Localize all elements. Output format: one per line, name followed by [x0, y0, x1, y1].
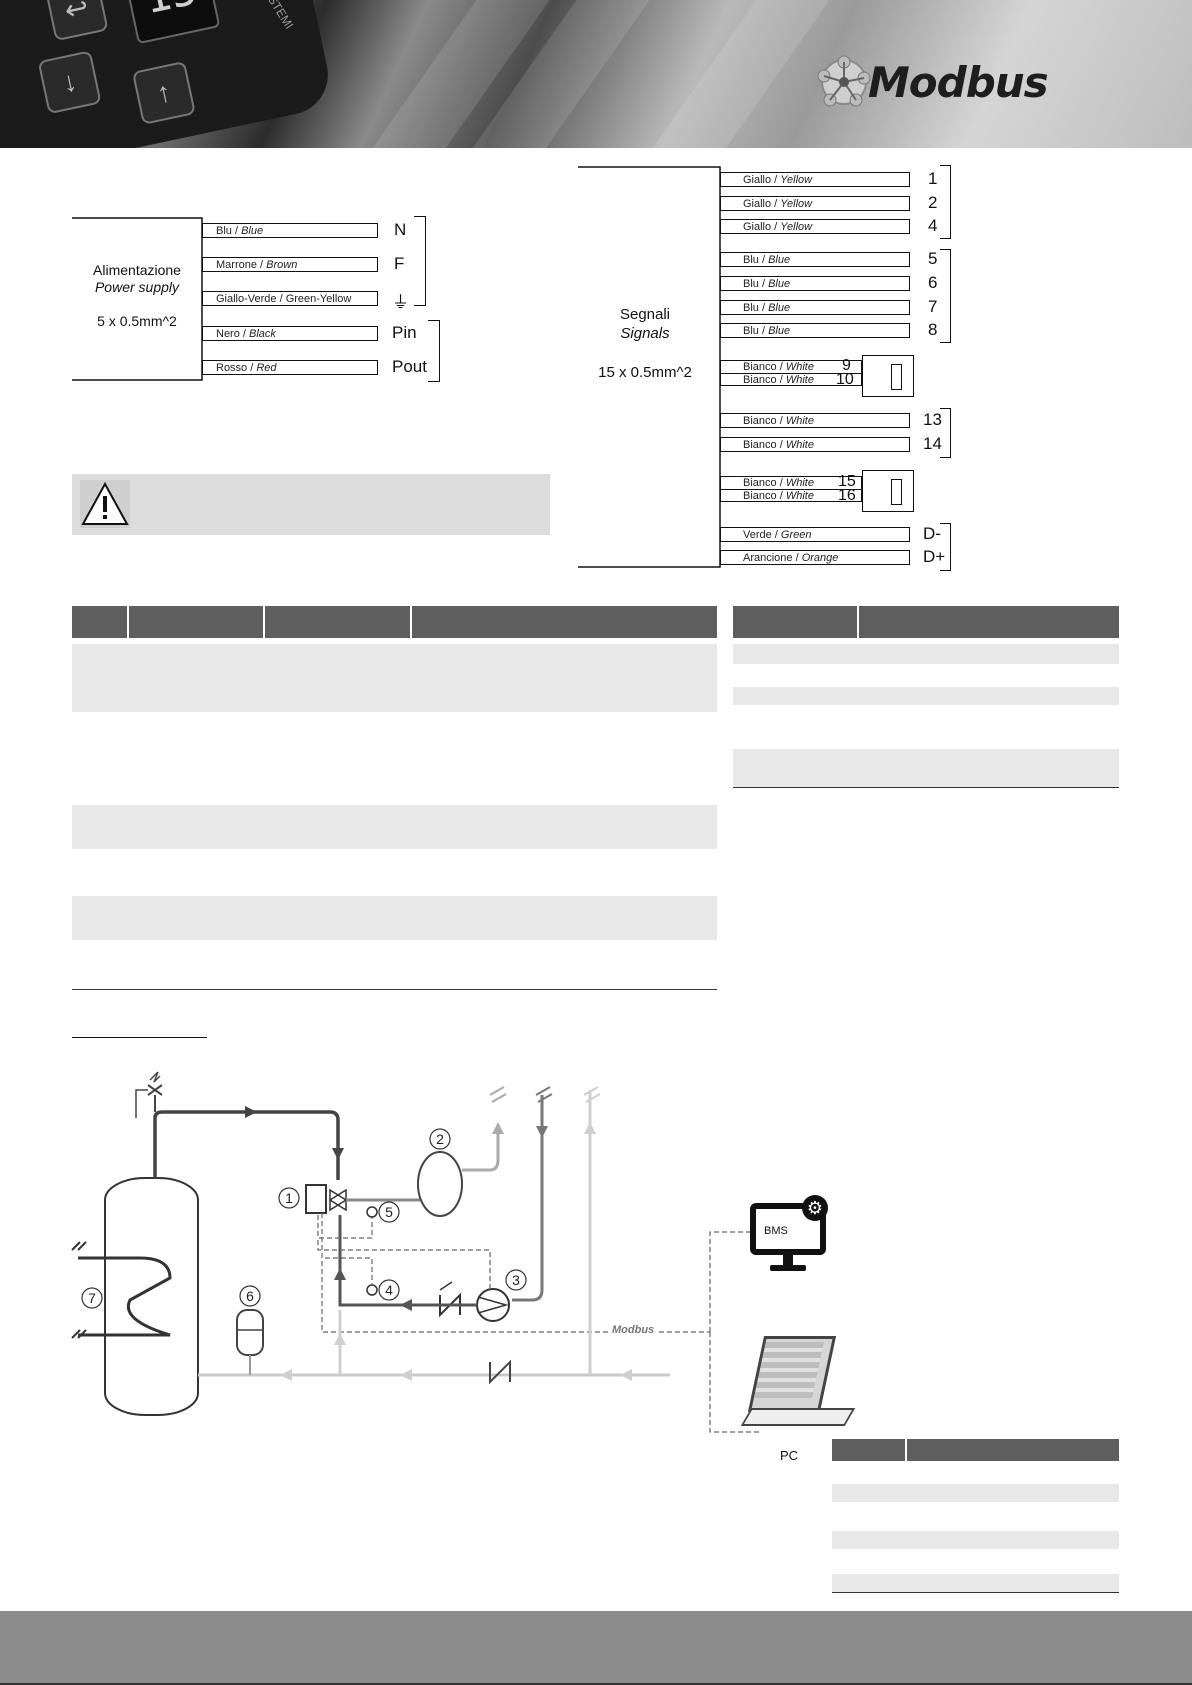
signal-term-7: 7: [928, 297, 938, 316]
signal-term-15: 15: [838, 473, 856, 490]
power-title: Alimentazione: [93, 262, 181, 278]
signal-term-14: 14: [923, 434, 942, 453]
table-bottom-rule: [832, 1592, 1119, 1593]
signal-bracket-yellow: [940, 165, 951, 239]
power-wire-red: Rosso / Red: [202, 360, 378, 375]
power-term-f: F: [394, 254, 405, 273]
bus-label: Modbus: [610, 1324, 657, 1336]
signal-term-5: 5: [928, 249, 938, 268]
signal-wire-14: Bianco / White: [720, 437, 910, 452]
pc-laptop-icon: [740, 1336, 856, 1436]
table-row: [72, 896, 717, 940]
side-table: [733, 606, 1119, 788]
signal-wire-9: Bianco / White: [720, 360, 862, 373]
power-wire-brown: Marrone / Brown: [202, 257, 378, 272]
main-table: [72, 606, 717, 991]
footer-line: [0, 1683, 1192, 1685]
signal-wire-d-plus: Arancione / Orange: [720, 550, 910, 565]
table-bottom-rule: [72, 989, 717, 990]
pc-label: PC: [780, 1448, 799, 1463]
table-row: [733, 687, 1119, 705]
signals-spec: 15 x 0.5mm^2: [598, 364, 692, 381]
table-row: [72, 805, 717, 849]
power-bracket-io: [428, 320, 440, 382]
gear-icon: ⚙: [802, 1195, 828, 1221]
modbus-logo-icon: [817, 55, 871, 107]
signal-wire-13: Bianco / White: [720, 413, 910, 428]
signal-bracket-blue: [940, 249, 951, 343]
warning-box: [72, 474, 550, 535]
callout-7: 7: [88, 1290, 96, 1306]
side-table-header: [733, 606, 1119, 638]
system-hydraulic-diagram: 1 2 3 4 5 6 7: [71, 1071, 760, 1433]
legend-table-header: [832, 1439, 1119, 1461]
table-row: [832, 1531, 1119, 1549]
signal-wire-16: Bianco / White: [720, 489, 862, 502]
contact-15-16: [862, 470, 914, 512]
signal-term-9: 9: [842, 357, 851, 374]
signal-wire-5: Blu / Blue: [720, 252, 910, 267]
power-term-pout: Pout: [392, 357, 427, 376]
signal-bracket-bus: [940, 523, 951, 571]
table-row: [832, 1484, 1119, 1502]
contact-9-10: [862, 355, 914, 397]
main-table-header: [72, 606, 717, 638]
table-row: [72, 644, 717, 712]
callout-1: 1: [285, 1190, 293, 1206]
signal-wire-4: Giallo / Yellow: [720, 219, 910, 234]
signal-term-2: 2: [928, 193, 938, 212]
signal-term-13: 13: [923, 410, 942, 429]
callout-5: 5: [385, 1204, 393, 1220]
callout-6: 6: [246, 1288, 254, 1304]
power-wire-green-yellow: Giallo-Verde / Green-Yellow: [202, 291, 378, 306]
ground-icon: ⏚: [392, 293, 409, 312]
signal-wire-8: Blu / Blue: [720, 323, 910, 338]
modbus-logo-text: Modbus: [868, 58, 1049, 107]
signal-term-16: 16: [838, 487, 856, 504]
signal-term-1: 1: [928, 169, 938, 188]
power-term-pin: Pin: [392, 323, 417, 342]
signal-term-10: 10: [836, 371, 854, 388]
table-row: [733, 749, 1119, 787]
callout-2: 2: [436, 1131, 444, 1147]
header-banner: 15 ↓ ↑ ↩ SISTEMI Modbus: [0, 0, 1192, 148]
section-heading-underline: [72, 1037, 207, 1038]
signal-wire-15: Bianco / White: [720, 476, 862, 489]
legend-table: [832, 1439, 1119, 1593]
signal-wire-1: Giallo / Yellow: [720, 172, 910, 187]
signal-wire-10: Bianco / White: [720, 373, 862, 386]
signals-subtitle: Signals: [620, 325, 670, 342]
signal-wire-d-minus: Verde / Green: [720, 527, 910, 542]
signal-wire-2: Giallo / Yellow: [720, 196, 910, 211]
power-spec: 5 x 0.5mm^2: [97, 313, 177, 329]
signal-term-d-plus: D+: [923, 547, 946, 566]
signal-bracket-white: [940, 408, 951, 458]
table-row: [733, 644, 1119, 664]
power-wire-blue: Blu / Blue: [202, 223, 378, 238]
signal-wire-7: Blu / Blue: [720, 300, 910, 315]
table-row: [832, 1574, 1119, 1592]
signals-cable-outline: [578, 166, 721, 568]
warning-triangle-icon: [80, 480, 130, 528]
signals-title: Segnali: [619, 306, 671, 323]
signal-term-d-minus: D-: [923, 524, 941, 543]
power-term-n: N: [394, 220, 407, 239]
signal-wire-6: Blu / Blue: [720, 276, 910, 291]
bms-monitor-icon: BMS ⚙: [750, 1195, 830, 1273]
bms-label: BMS: [764, 1225, 788, 1237]
callout-4: 4: [385, 1282, 393, 1298]
signal-term-4: 4: [928, 216, 938, 235]
power-subtitle: Power supply: [94, 279, 180, 295]
signal-term-8: 8: [928, 320, 938, 339]
callout-3: 3: [512, 1272, 520, 1288]
power-wire-black: Nero / Black: [202, 326, 378, 341]
footer-band: [0, 1611, 1192, 1685]
signal-term-6: 6: [928, 273, 938, 292]
table-bottom-rule: [733, 787, 1119, 788]
power-bracket-mains: [414, 216, 426, 306]
